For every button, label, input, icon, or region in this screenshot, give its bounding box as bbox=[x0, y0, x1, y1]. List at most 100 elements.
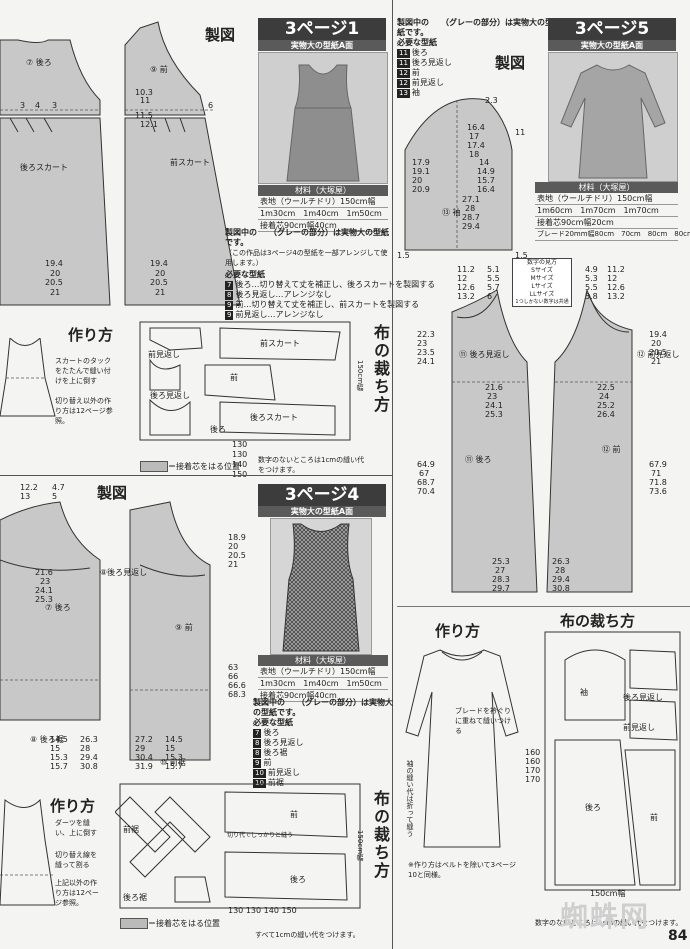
svg-text:5.1: 5.1 bbox=[487, 265, 500, 274]
note-3-4-intro: 製図中の （グレーの部分）は実物大の型紙です。 bbox=[253, 698, 393, 717]
svg-text:15.7: 15.7 bbox=[50, 762, 68, 771]
svg-text:73.6: 73.6 bbox=[649, 487, 667, 496]
note-3-1-arrange: （この作品は3ページ4の型紙を一部アレンジして使用します。） bbox=[225, 249, 388, 267]
label-back: ⑦ 後ろ bbox=[26, 57, 52, 67]
back-piece bbox=[0, 501, 101, 721]
sleeve-label: ⑬ 袖 bbox=[442, 207, 461, 217]
svg-text:23: 23 bbox=[417, 339, 427, 348]
svg-text:3: 3 bbox=[20, 101, 25, 110]
svg-text:5.5: 5.5 bbox=[487, 274, 500, 283]
svg-text:67: 67 bbox=[419, 469, 429, 478]
howto-3-4-title: 作り方 bbox=[50, 797, 96, 815]
page-number: 84 bbox=[668, 928, 688, 944]
header-3-1-sub: 実物大の型紙A面 bbox=[258, 40, 386, 51]
materials-3-4-row: 1m30cm 1m40cm 1m50cm bbox=[258, 678, 388, 690]
svg-text:4.9: 4.9 bbox=[585, 265, 598, 274]
svg-text:28.7: 28.7 bbox=[462, 213, 480, 222]
cut-label-back-skirt: 後ろスカート bbox=[250, 412, 298, 422]
header-3-1-title: 3ページ1 bbox=[284, 19, 360, 39]
materials-3-4-title: 材料（大塚屋） bbox=[258, 655, 388, 666]
cut-3-4-len: 130 130 140 150 bbox=[228, 906, 297, 915]
svg-text:後ろ: 後ろ bbox=[290, 874, 306, 884]
svg-text:11.2: 11.2 bbox=[607, 265, 625, 274]
svg-text:21: 21 bbox=[155, 288, 165, 297]
svg-text:17.4: 17.4 bbox=[467, 141, 485, 150]
svg-text:12.2: 12.2 bbox=[20, 483, 38, 492]
materials-3-1: 材料（大塚屋） 表地（ウールチドリ）150cm幅 1m30cm 1m40cm 1… bbox=[258, 185, 388, 232]
svg-text:19.4: 19.4 bbox=[150, 259, 168, 268]
svg-text:⑧後ろ見返し: ⑧後ろ見返し bbox=[100, 567, 147, 577]
svg-text:31.9: 31.9 bbox=[135, 762, 153, 771]
svg-text:24.1: 24.1 bbox=[417, 357, 435, 366]
svg-text:20: 20 bbox=[50, 269, 60, 278]
back-bodice-piece bbox=[0, 39, 101, 116]
pattern-3-1-draft: ⑦ 後ろ 後ろスカート ⑨ 前 前スカート 19.420 20.521 19.4… bbox=[0, 21, 241, 306]
svg-text:13.2: 13.2 bbox=[457, 292, 475, 301]
svg-text:21: 21 bbox=[651, 357, 661, 366]
svg-text:前見返し: 前見返し bbox=[148, 349, 180, 359]
svg-text:23: 23 bbox=[487, 392, 497, 401]
front-bodice-piece bbox=[124, 21, 206, 116]
svg-text:26.3: 26.3 bbox=[552, 557, 570, 566]
svg-text:64.9: 64.9 bbox=[417, 460, 435, 469]
svg-text:20.5: 20.5 bbox=[649, 348, 667, 357]
materials-3-5-row: 1m60cm 1m70cm 1m70cm bbox=[535, 205, 678, 217]
svg-text:23: 23 bbox=[40, 577, 50, 586]
svg-text:4.7: 4.7 bbox=[52, 483, 65, 492]
divider bbox=[397, 606, 690, 607]
materials-3-4-row: 接着芯90cm幅40cm bbox=[258, 690, 388, 702]
svg-text:29.4: 29.4 bbox=[462, 222, 480, 231]
materials-3-5-title: 材料（大塚屋） bbox=[535, 182, 678, 193]
svg-text:12: 12 bbox=[457, 274, 467, 283]
header-3-4: 3ページ4 実物大の型紙A面 bbox=[258, 484, 386, 517]
svg-text:20.5: 20.5 bbox=[45, 278, 63, 287]
howto-3-1-step: スカートのタックをたたんで縫い付けを上に倒す bbox=[55, 357, 111, 385]
materials-3-5-row: 表地（ウールチドリ）150cm幅 bbox=[535, 193, 678, 205]
seizu-title-3-5: 製図 bbox=[495, 54, 526, 72]
svg-text:17.9: 17.9 bbox=[412, 158, 430, 167]
front-piece bbox=[546, 289, 633, 593]
svg-text:12.6: 12.6 bbox=[457, 283, 475, 292]
note-3-5-intro: 製図中の （グレーの部分）は実物大の型紙です。 bbox=[397, 18, 553, 37]
cut-3-5-width: 150cm幅 bbox=[590, 888, 625, 898]
pattern-3-4-draft: ⑦ 後ろ ⑨ 前 ⑧後ろ見返し ⑧ 後ろ裾 ⑩ 前裾 21.623 24.125… bbox=[0, 483, 246, 771]
photo-3-4 bbox=[270, 518, 372, 655]
svg-text:25.3: 25.3 bbox=[492, 557, 510, 566]
photo-3-5 bbox=[548, 52, 678, 182]
materials-3-4: 材料（大塚屋） 表地（ウールチドリ）150cm幅 1m30cm 1m40cm 1… bbox=[258, 655, 388, 702]
howto-3-5-sketch bbox=[405, 649, 519, 848]
howto-3-1-title: 作り方 bbox=[68, 326, 114, 344]
seizu-title-3-4: 製図 bbox=[97, 484, 128, 502]
svg-text:24.1: 24.1 bbox=[35, 586, 53, 595]
svg-text:11.5: 11.5 bbox=[135, 111, 153, 120]
svg-text:170: 170 bbox=[525, 766, 540, 775]
cut-3-4-width: 150cm幅 bbox=[356, 830, 364, 862]
svg-text:1.5: 1.5 bbox=[397, 251, 410, 260]
howto-3-5-step: ブレードを衿ぐりに重ねて縫いつける bbox=[455, 707, 511, 735]
svg-text:19.1: 19.1 bbox=[412, 167, 430, 176]
cutting-3-1-title: 布の裁ち方 bbox=[371, 324, 390, 414]
svg-text:160: 160 bbox=[525, 748, 540, 757]
svg-text:20.9: 20.9 bbox=[412, 185, 430, 194]
header-3-5-sub: 実物大の型紙A面 bbox=[548, 40, 676, 51]
cut-label-front-facing: 前見返し bbox=[623, 722, 655, 732]
cutting-3-4-title: 布の裁ち方 bbox=[371, 790, 390, 880]
howto-3-1-step: 切り替え以外の作り方は12ページ参照。 bbox=[55, 397, 113, 425]
svg-text:16.4: 16.4 bbox=[477, 185, 495, 194]
header-3-4-title: 3ページ4 bbox=[284, 485, 360, 505]
svg-text:1.5: 1.5 bbox=[515, 251, 528, 260]
svg-text:26.4: 26.4 bbox=[597, 410, 615, 419]
svg-text:17: 17 bbox=[469, 132, 479, 141]
seizu-title-3-1: 製図 bbox=[205, 26, 236, 44]
svg-text:30.4: 30.4 bbox=[135, 753, 153, 762]
svg-text:⑫ 前見返し: ⑫ 前見返し bbox=[637, 349, 680, 359]
svg-text:⑪ 後ろ: ⑪ 後ろ bbox=[465, 454, 492, 464]
svg-text:66.6: 66.6 bbox=[228, 681, 246, 690]
